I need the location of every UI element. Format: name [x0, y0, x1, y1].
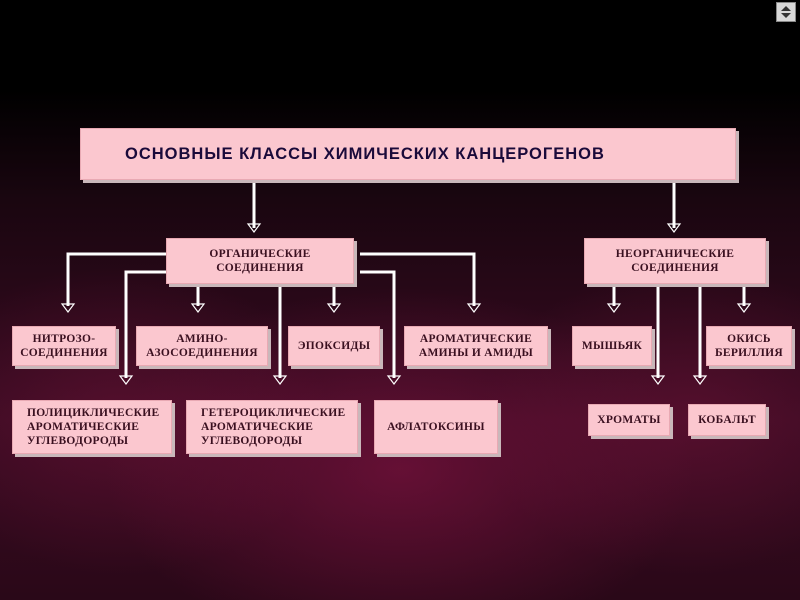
node-label: АРОМАТИЧЕСКИЕ: [419, 333, 533, 345]
arrow-icon: [118, 375, 134, 385]
arrow-icon: [246, 223, 262, 233]
arrow-icon: [60, 303, 76, 313]
heterocyclic-aromatic-node: ГЕТЕРОЦИКЛИЧЕСКИЕ АРОМАТИЧЕСКИЕ УГЛЕВОДО…: [186, 400, 358, 454]
node-label: ГЕТЕРОЦИКЛИЧЕСКИЕ: [201, 407, 346, 419]
nitroso-compounds-node: НИТРОЗО- СОЕДИНЕНИЯ: [12, 326, 116, 366]
arrow-icon: [650, 375, 666, 385]
beryllium-oxide-node: ОКИСЬ БЕРИЛЛИЯ: [706, 326, 792, 366]
node-label: АЗОСОЕДИНЕНИЯ: [146, 347, 258, 359]
node-label: ХРОМАТЫ: [597, 414, 661, 426]
node-label: СОЕДИНЕНИЯ: [20, 347, 108, 359]
node-label: ЭПОКСИДЫ: [297, 340, 371, 352]
node-label: АМИНЫ И АМИДЫ: [418, 347, 534, 359]
node-label: УГЛЕВОДОРОДЫ: [201, 435, 303, 447]
arsenic-node: МЫШЬЯК: [572, 326, 652, 366]
arrow-icon: [692, 375, 708, 385]
arrow-icon: [272, 375, 288, 385]
node-label: ОРГАНИЧЕСКИЕ: [209, 248, 311, 260]
arrow-icon: [666, 223, 682, 233]
node-label: АРОМАТИЧЕСКИЕ: [27, 421, 140, 433]
node-label: АФЛАТОКСИНЫ: [387, 421, 485, 433]
epoxides-node: ЭПОКСИДЫ: [288, 326, 380, 366]
polycyclic-aromatic-node: ПОЛИЦИКЛИЧЕСКИЕ АРОМАТИЧЕСКИЕ УГЛЕВОДОРО…: [12, 400, 172, 454]
arrow-icon: [190, 303, 206, 313]
arrow-icon: [386, 375, 402, 385]
diagram-title-text: ОСНОВНЫЕ КЛАССЫ ХИМИЧЕСКИХ КАНЦЕРОГЕНОВ: [125, 145, 605, 163]
navigation-button[interactable]: [776, 2, 796, 22]
node-label: ПОЛИЦИКЛИЧЕСКИЕ: [27, 407, 160, 419]
diagram-title: ОСНОВНЫЕ КЛАССЫ ХИМИЧЕСКИХ КАНЦЕРОГЕНОВ: [80, 128, 736, 180]
node-label: АМИНО-: [176, 333, 228, 345]
node-label: СОЕДИНЕНИЯ: [631, 262, 719, 274]
node-label: СОЕДИНЕНИЯ: [216, 262, 304, 274]
inorganic-compounds-node: НЕОРГАНИЧЕСКИЕ СОЕДИНЕНИЯ: [584, 238, 766, 284]
arrow-icon: [466, 303, 482, 313]
arrow-icon: [606, 303, 622, 313]
node-label: НЕОРГАНИЧЕСКИЕ: [615, 248, 735, 260]
node-label: ОКИСЬ: [727, 333, 771, 345]
node-label: КОБАЛЬТ: [698, 414, 756, 426]
aflatoxins-node: АФЛАТОКСИНЫ: [374, 400, 498, 454]
node-label: НИТРОЗО-: [32, 333, 96, 345]
aromatic-amines-node: АРОМАТИЧЕСКИЕ АМИНЫ И АМИДЫ: [404, 326, 548, 366]
cobalt-node: КОБАЛЬТ: [688, 404, 766, 436]
organic-compounds-node: ОРГАНИЧЕСКИЕ СОЕДИНЕНИЯ: [166, 238, 354, 284]
arrow-icon: [736, 303, 752, 313]
node-label: БЕРИЛЛИЯ: [714, 347, 784, 359]
chromates-node: ХРОМАТЫ: [588, 404, 670, 436]
nav-arrows-icon: [781, 6, 791, 18]
arrow-icon: [326, 303, 342, 313]
amino-azo-compounds-node: АМИНО- АЗОСОЕДИНЕНИЯ: [136, 326, 268, 366]
node-label: АРОМАТИЧЕСКИЕ: [201, 421, 314, 433]
node-label: МЫШЬЯК: [581, 340, 643, 352]
node-label: УГЛЕВОДОРОДЫ: [27, 435, 129, 447]
